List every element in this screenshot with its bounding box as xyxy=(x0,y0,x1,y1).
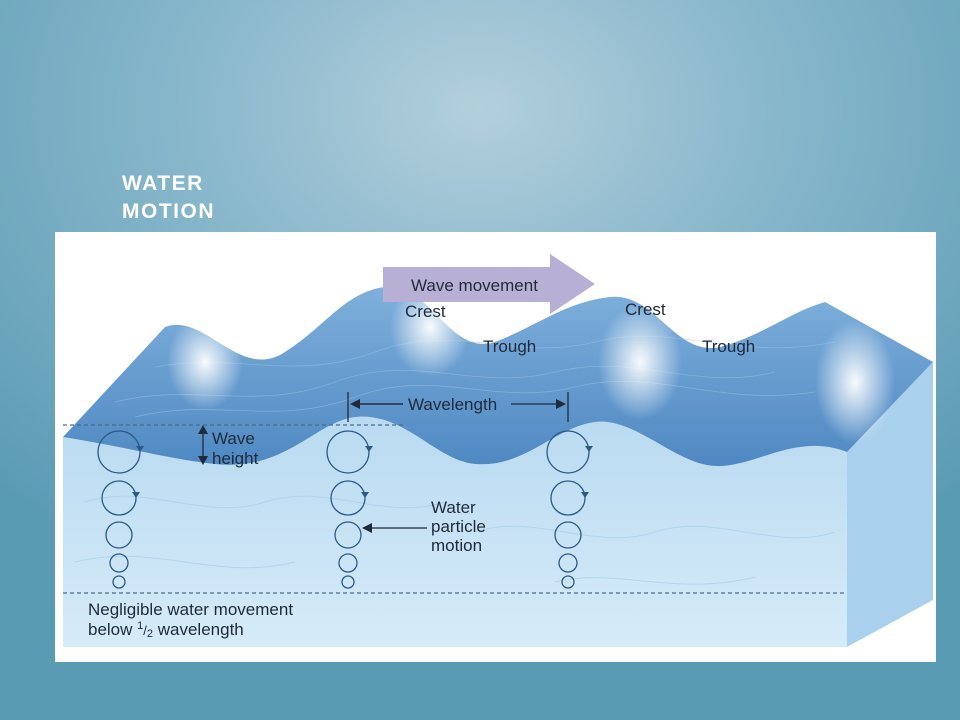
crest-label-2: Crest xyxy=(625,300,666,319)
negligible-suffix: wavelength xyxy=(153,620,244,639)
negligible-label-line2: below 1/2 wavelength xyxy=(88,620,244,640)
trough-label-1: Trough xyxy=(483,337,536,356)
negligible-prefix: below xyxy=(88,620,137,639)
wave-height-label-line1: Wave xyxy=(212,429,255,448)
trough-label-2: Trough xyxy=(702,337,755,356)
wavelength-dimension xyxy=(347,392,569,422)
wave-surface xyxy=(63,286,933,467)
slide-title: WATER MOTION xyxy=(122,170,215,226)
particle-label-line3: motion xyxy=(431,536,482,555)
fraction-numerator: 1 xyxy=(137,620,143,632)
wave-height-label-line2: height xyxy=(212,449,259,468)
particle-label-line1: Water xyxy=(431,498,476,517)
fraction-denominator: 2 xyxy=(147,628,153,640)
particle-motion-pointer xyxy=(362,523,427,533)
wave-diagram: Wave movement Crest Crest Trough Trough … xyxy=(55,232,936,662)
slide-title-line1: WATER xyxy=(122,172,204,195)
orbit-direction-arrows xyxy=(132,446,593,498)
wave-diagram-svg: Wave movement Crest Crest Trough Trough … xyxy=(63,254,933,647)
current-swirls xyxy=(74,495,836,585)
wave-height-dimension xyxy=(198,425,208,465)
negligible-label-line1: Negligible water movement xyxy=(88,600,293,619)
fraction-slash: / xyxy=(143,623,147,638)
wavelength-label: Wavelength xyxy=(408,395,497,414)
water-body xyxy=(63,416,847,647)
crest-label-1: Crest xyxy=(405,302,446,321)
slide-title-line2: MOTION xyxy=(122,200,215,223)
wave-movement-arrow xyxy=(383,254,595,314)
particle-label-line2: particle xyxy=(431,517,486,536)
wave-movement-label: Wave movement xyxy=(411,276,538,295)
